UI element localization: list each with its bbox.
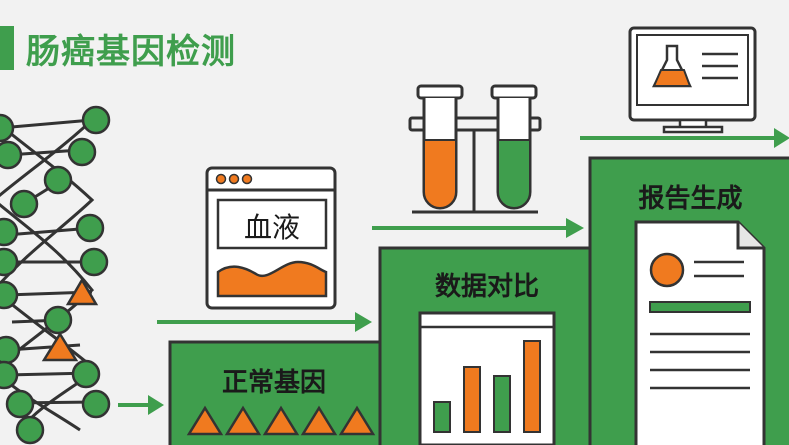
browser-window-icon [205,166,337,310]
mutation-triangle-icon [65,277,99,306]
page-title: 肠癌基因检测 [26,32,236,72]
step-label-data-compare: 数据对比 [434,272,539,302]
triangle-icon [262,405,300,436]
mutation-triangle-icon [41,331,79,362]
arrow-right-icon [157,312,372,332]
step-label-report: 报告生成 [638,184,743,214]
triangle-icon [338,405,376,436]
monitor-flask-icon [628,26,757,134]
triangle-row [186,405,376,436]
triangle-icon [300,405,338,436]
arrow-right-icon [372,218,584,238]
wave-area-icon [216,260,328,298]
dna-helix-icon [0,105,111,445]
title-accent-bar [0,26,14,70]
report-document-icon [634,220,766,445]
step-label-normal-gene: 正常基因 [221,368,326,398]
triangle-icon [186,405,224,436]
arrow-right-icon [118,395,164,415]
test-tubes-icon [408,84,542,214]
blood-label: 血液 [243,211,300,244]
arrow-right-icon [580,128,789,148]
bar-chart-icon [418,311,556,445]
triangle-icon [224,405,262,436]
